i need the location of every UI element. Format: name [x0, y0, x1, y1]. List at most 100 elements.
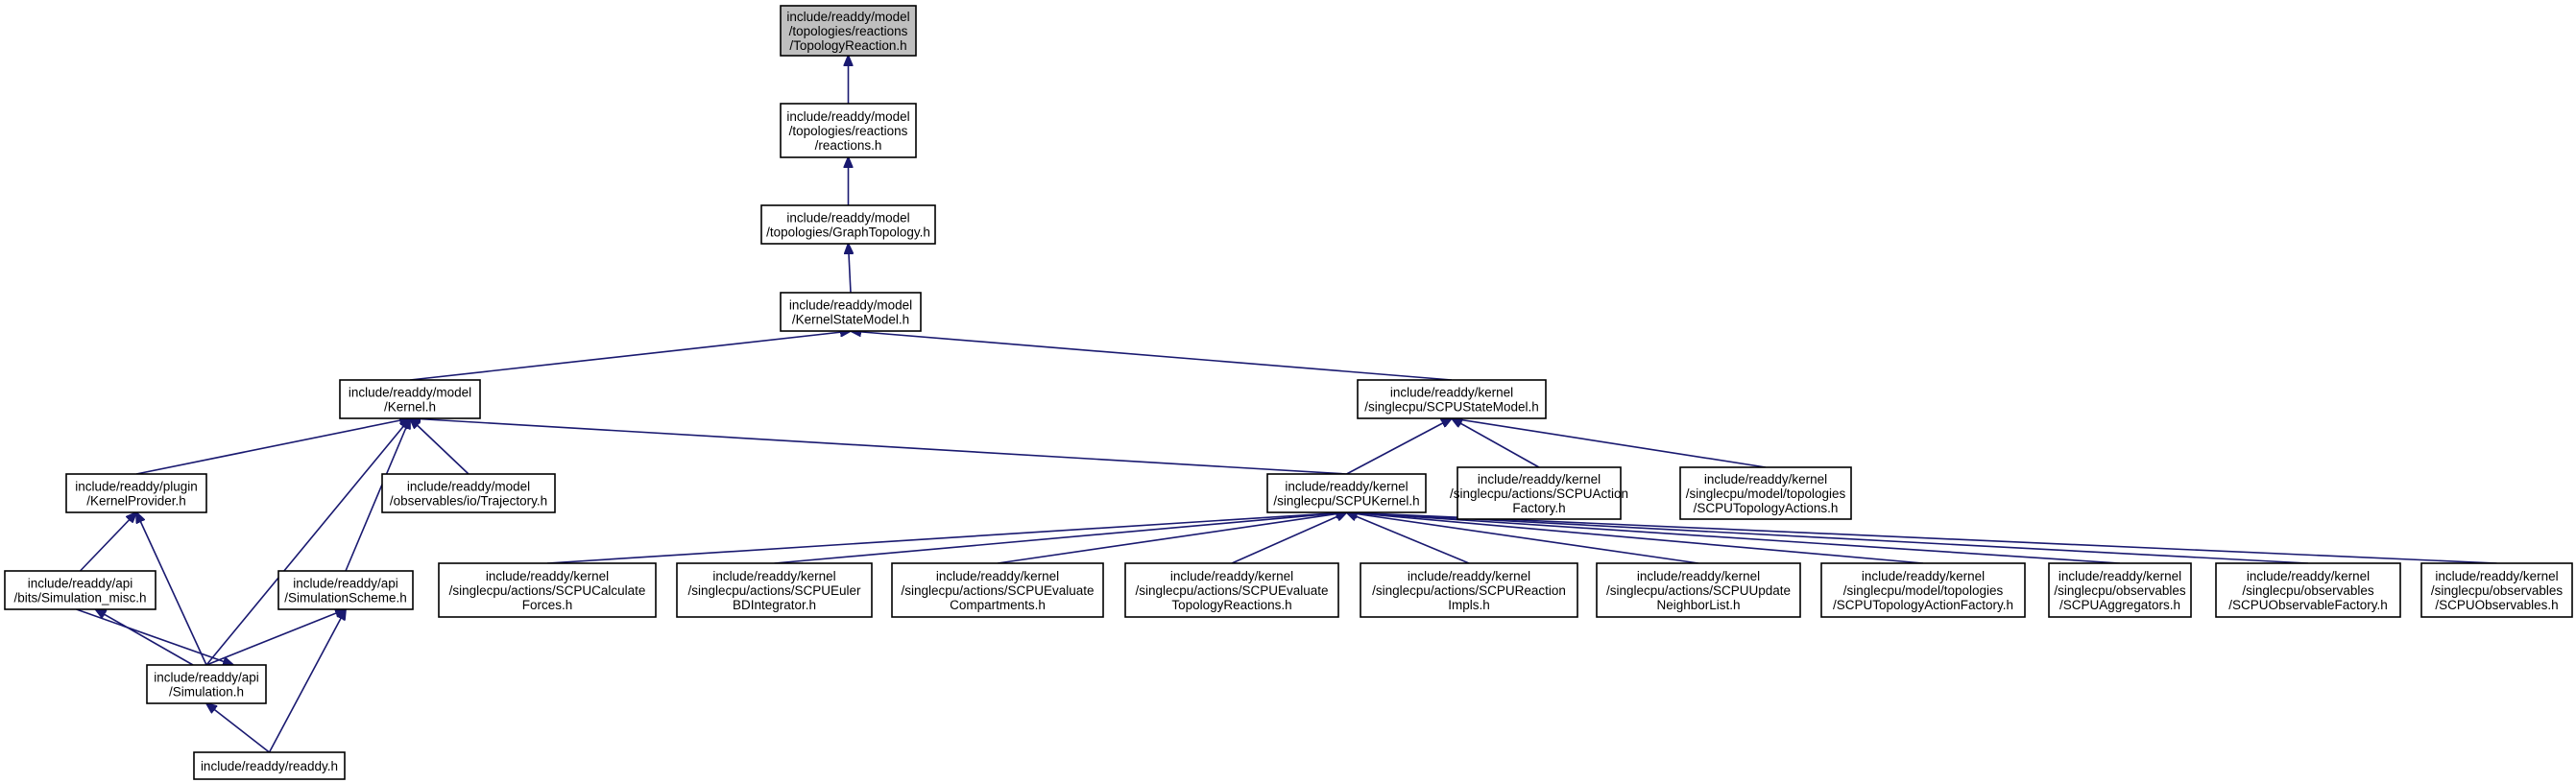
node-scpuobservablefactory[interactable]: include/readdy/kernel/singlecpu/observab…	[2215, 562, 2401, 618]
node-label-line: /singlecpu/actions/SCPUCalculate	[449, 583, 646, 598]
node-label-line: /SimulationScheme.h	[284, 591, 407, 605]
edge-kernelstatemodel-to-graphtopology	[849, 244, 852, 294]
node-box	[1596, 562, 1801, 618]
node-box	[780, 103, 917, 158]
node-simulation[interactable]: include/readdy/api/Simulation.h	[146, 664, 267, 704]
node-trajectory[interactable]: include/readdy/model/observables/io/Traj…	[381, 473, 556, 513]
node-scpuevaluatetopologyreactions[interactable]: include/readdy/kernel/singlecpu/actions/…	[1124, 562, 1339, 618]
edge-scpuevaluatetopologyreactions-to-scpukernel	[1231, 512, 1347, 564]
edge-scpuobservables-to-scpukernel	[1347, 512, 2497, 564]
node-scpucalculateforces[interactable]: include/readdy/kernel/singlecpu/actions/…	[438, 562, 657, 618]
edge-scpuactionfactory-to-scpustatemodel	[1452, 418, 1540, 468]
node-box	[2420, 562, 2573, 618]
node-graphtopology[interactable]: include/readdy/model/topologies/GraphTop…	[760, 204, 936, 245]
node-kernelprovider[interactable]: include/readdy/plugin/KernelProvider.h	[65, 473, 207, 513]
node-label-line: Impls.h	[1448, 598, 1490, 612]
node-box	[1357, 379, 1547, 419]
node-label-line: /singlecpu/actions/SCPUReaction	[1372, 583, 1566, 598]
node-label-line: include/readdy/kernel	[1478, 472, 1601, 486]
node-label-line: /KernelStateModel.h	[792, 313, 909, 327]
node-label-line: /TopologyReaction.h	[789, 38, 906, 53]
node-label-line: /singlecpu/observables	[2054, 583, 2186, 598]
node-label-line: include/readdy/kernel	[486, 569, 609, 583]
node-label-line: include/readdy/plugin	[75, 480, 198, 494]
node-box	[676, 562, 873, 618]
node-box	[4, 570, 156, 610]
edge-simulation_misc-to-kernelprovider	[79, 512, 137, 572]
node-label-line: /KernelProvider.h	[86, 494, 186, 509]
edge-kernelprovider-to-kernel	[135, 418, 410, 475]
node-label-line: /SCPUObservables.h	[2435, 598, 2558, 612]
node-label-line: /topologies/GraphTopology.h	[766, 225, 930, 240]
node-scputopologyactions[interactable]: include/readdy/kernel/singlecpu/model/to…	[1679, 466, 1852, 520]
node-label-line: include/readdy/kernel	[1285, 480, 1408, 494]
node-label-line: /singlecpu/model/topologies	[1843, 583, 2004, 598]
node-scpuupdateneighborlist[interactable]: include/readdy/kernel/singlecpu/actions/…	[1596, 562, 1801, 618]
node-topologyreaction[interactable]: include/readdy/model/topologies/reaction…	[780, 5, 917, 57]
node-label-line: /singlecpu/actions/SCPUEvaluate	[901, 583, 1094, 598]
node-label-line: include/readdy/kernel	[2435, 569, 2558, 583]
node-label-line: BDIntegrator.h	[733, 598, 816, 612]
edge-scputopologyactionfactory-to-scpukernel	[1347, 512, 1924, 564]
edges-layer	[76, 56, 2497, 753]
node-box	[381, 473, 556, 513]
node-label-line: include/readdy/api	[293, 577, 398, 591]
node-label-line: include/readdy/kernel	[712, 569, 835, 583]
node-label-line: /topologies/reactions	[789, 124, 908, 138]
node-box	[1457, 466, 1622, 520]
edge-simulation-to-kernel	[205, 418, 410, 666]
node-box	[146, 664, 267, 704]
edge-simulation_misc-to-simulation	[76, 608, 234, 665]
edge-scpuaggregators-to-scpukernel	[1347, 512, 2121, 564]
node-simulationscheme[interactable]: include/readdy/api/SimulationScheme.h	[277, 570, 414, 610]
node-label-line: /singlecpu/actions/SCPUEvaluate	[1135, 583, 1328, 598]
node-label-line: /singlecpu/SCPUKernel.h	[1273, 494, 1419, 509]
node-label-line: include/readdy/api	[154, 671, 259, 685]
nodes-layer: include/readdy/model/topologies/reaction…	[4, 5, 2573, 780]
node-scpuactionfactory[interactable]: include/readdy/kernel/singlecpu/actions/…	[1450, 466, 1628, 520]
node-label-line: include/readdy/kernel	[1170, 569, 1293, 583]
node-scpuobservables[interactable]: include/readdy/kernel/singlecpu/observab…	[2420, 562, 2573, 618]
node-label-line: /singlecpu/observables	[2242, 583, 2374, 598]
edge-scpureactionimpls-to-scpukernel	[1347, 512, 1470, 564]
edge-readdy-to-simulation	[206, 703, 270, 753]
edge-scpueulerbdintegrator-to-scpukernel	[774, 512, 1347, 564]
node-label-line: TopologyReactions.h	[1171, 598, 1291, 612]
edge-scpuobservablefactory-to-scpukernel	[1347, 512, 2309, 564]
node-kernel[interactable]: include/readdy/model/Kernel.h	[339, 379, 481, 419]
node-scputopologyactionfactory[interactable]: include/readdy/kernel/singlecpu/model/to…	[1820, 562, 2026, 618]
node-scpuaggregators[interactable]: include/readdy/kernel/singlecpu/observab…	[2048, 562, 2192, 618]
node-label-line: include/readdy/model	[786, 211, 909, 225]
node-box	[760, 204, 936, 245]
node-label-line: /observables/io/Trajectory.h	[390, 494, 547, 509]
edge-scpustatemodel-to-kernelstatemodel	[851, 331, 1453, 381]
node-label-line: NeighborList.h	[1656, 598, 1740, 612]
node-label-line: /Simulation.h	[169, 685, 244, 700]
node-label-line: include/readdy/kernel	[1390, 386, 1513, 400]
node-scpukernel[interactable]: include/readdy/kernel/singlecpu/SCPUKern…	[1266, 473, 1427, 513]
node-label-line: /SCPUTopologyActionFactory.h	[1833, 598, 2013, 612]
node-reactions[interactable]: include/readdy/model/topologies/reaction…	[780, 103, 917, 158]
node-box	[1679, 466, 1852, 520]
edge-scpukernel-to-kernel	[410, 418, 1347, 475]
node-label-line: /topologies/reactions	[789, 24, 908, 38]
node-label-line: /singlecpu/model/topologies	[1686, 486, 1846, 501]
node-kernelstatemodel[interactable]: include/readdy/model/KernelStateModel.h	[780, 292, 922, 332]
edge-scpucalculateforces-to-scpukernel	[546, 512, 1347, 564]
node-label-line: include/readdy/kernel	[1862, 569, 1985, 583]
node-box	[2215, 562, 2401, 618]
node-box	[2048, 562, 2192, 618]
node-label-line: Forces.h	[522, 598, 573, 612]
node-scpueulerbdintegrator[interactable]: include/readdy/kernel/singlecpu/actions/…	[676, 562, 873, 618]
node-scpureactionimpls[interactable]: include/readdy/kernel/singlecpu/actions/…	[1360, 562, 1578, 618]
node-label-line: include/readdy/readdy.h	[201, 759, 338, 773]
node-scpuevaluatecompartments[interactable]: include/readdy/kernel/singlecpu/actions/…	[891, 562, 1104, 618]
node-readdy[interactable]: include/readdy/readdy.h	[193, 751, 346, 780]
edge-simulation-to-kernelprovider	[136, 512, 207, 666]
node-simulation_misc[interactable]: include/readdy/api/bits/Simulation_misc.…	[4, 570, 156, 610]
node-label-line: /Kernel.h	[384, 400, 436, 415]
node-box	[1266, 473, 1427, 513]
node-box	[1820, 562, 2026, 618]
node-scpustatemodel[interactable]: include/readdy/kernel/singlecpu/SCPUStat…	[1357, 379, 1547, 419]
node-label-line: /SCPUTopologyActions.h	[1694, 501, 1839, 515]
